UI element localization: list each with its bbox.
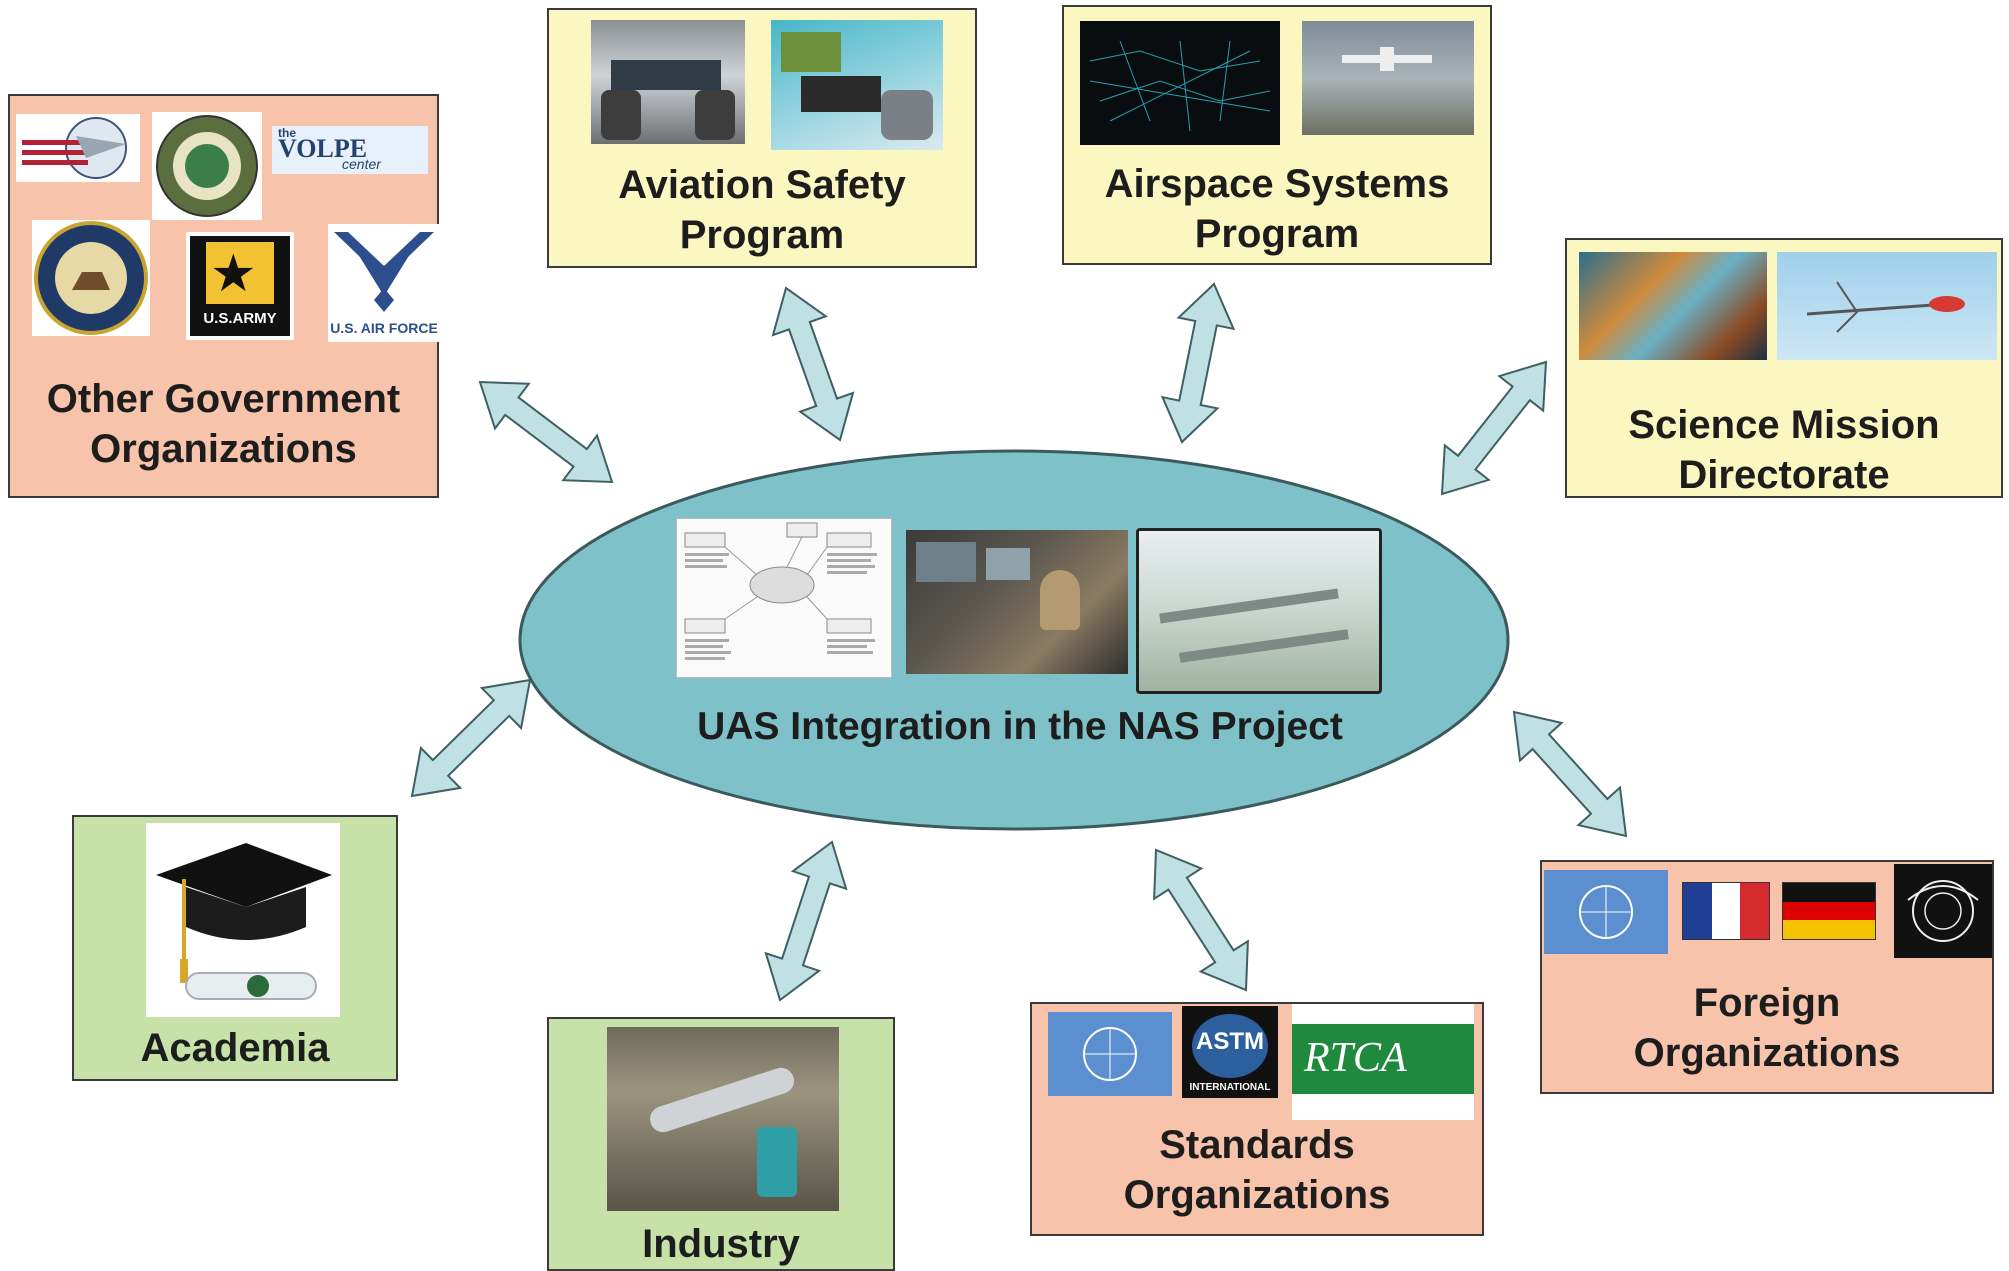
other-government-label-1: Other Government <box>46 377 401 421</box>
airspace-systems-label-2: Program <box>1194 212 1360 256</box>
aircraft-factory-photo <box>607 1027 839 1211</box>
volpe-line2: VOLPE <box>278 134 368 163</box>
volpe-line1: the <box>278 126 296 140</box>
un-emblem-logo <box>1048 1012 1172 1096</box>
science-mission-label-2: Directorate <box>1678 453 1890 497</box>
aircraft-landing-photo <box>1302 21 1474 135</box>
arrow-other-government <box>478 380 614 484</box>
germany-flag-icon <box>1782 882 1876 940</box>
node-other-government: the VOLPE center ★ U.S.ARMY U.S. AIR FOR… <box>8 94 440 498</box>
astm-logo-text: ASTM <box>1196 1028 1264 1055</box>
foreign-label-1: Foreign <box>1693 981 1841 1025</box>
air-force-logo: U.S. AIR FORCE <box>328 224 440 342</box>
airspace-simulation-image <box>1136 528 1382 694</box>
foreign-label-2: Organizations <box>1633 1031 1901 1075</box>
node-standards: ASTM INTERNATIONAL RTCA Standards Organi… <box>1030 1002 1484 1236</box>
arrow-science-mission <box>1440 360 1548 496</box>
node-airspace-systems: Airspace Systems Program <box>1062 5 1492 265</box>
pilot-ground-station-photo <box>906 530 1128 674</box>
standards-label-1: Standards <box>1159 1123 1355 1167</box>
arrow-airspace-systems <box>1160 282 1236 444</box>
safety-research-collage <box>771 20 943 150</box>
node-foreign: Foreign Organizations <box>1540 860 1994 1094</box>
volpe-center-logo: the VOLPE center <box>272 126 428 174</box>
navy-seal-logo <box>32 220 150 336</box>
astm-international-logo: ASTM INTERNATIONAL <box>1182 1006 1278 1098</box>
industry-label: Industry <box>642 1222 800 1266</box>
lvc-architecture-diagram-image <box>676 518 892 678</box>
graduation-cap-image <box>146 823 340 1017</box>
army-logo-text: U.S.ARMY <box>203 310 277 327</box>
arrow-foreign <box>1512 710 1628 838</box>
rtca-logo: RTCA <box>1292 1004 1474 1120</box>
arrow-industry <box>764 840 848 1002</box>
astm-logo-subtext: INTERNATIONAL <box>1189 1082 1271 1093</box>
nebula-image <box>1579 252 1767 360</box>
un-emblem-logo-foreign <box>1544 870 1668 954</box>
cockpit-photo <box>591 20 745 144</box>
node-science-mission: Science Mission Directorate <box>1565 238 2003 498</box>
science-mission-label-1: Science Mission <box>1628 403 1940 447</box>
arrow-aviation-safety <box>771 286 855 442</box>
node-academia: Academia <box>72 815 398 1081</box>
dot-eagle-logo <box>16 114 140 182</box>
standards-label-2: Organizations <box>1123 1173 1391 1217</box>
us-air-traffic-map <box>1080 21 1280 145</box>
volpe-line3: center <box>342 156 381 172</box>
icao-logo <box>1894 864 1992 958</box>
airspace-systems-label-1: Airspace Systems <box>1104 162 1450 206</box>
node-industry: Industry <box>547 1017 895 1271</box>
faa-seal-logo <box>152 112 262 220</box>
rtca-logo-text: RTCA <box>1304 1035 1407 1081</box>
aviation-safety-label-1: Aviation Safety <box>618 163 906 207</box>
air-force-logo-text: U.S. AIR FORCE <box>330 320 438 336</box>
center-label: UAS Integration in the NAS Project <box>697 705 1343 748</box>
aviation-safety-label-2: Program <box>679 213 845 257</box>
other-government-label-2: Organizations <box>90 427 357 471</box>
france-flag-icon <box>1682 882 1770 940</box>
uav-flight-photo <box>1777 252 1997 360</box>
node-aviation-safety: Aviation Safety Program <box>547 8 977 268</box>
army-logo: ★ U.S.ARMY <box>186 232 294 340</box>
arrow-standards <box>1153 848 1249 992</box>
academia-label: Academia <box>140 1026 330 1070</box>
